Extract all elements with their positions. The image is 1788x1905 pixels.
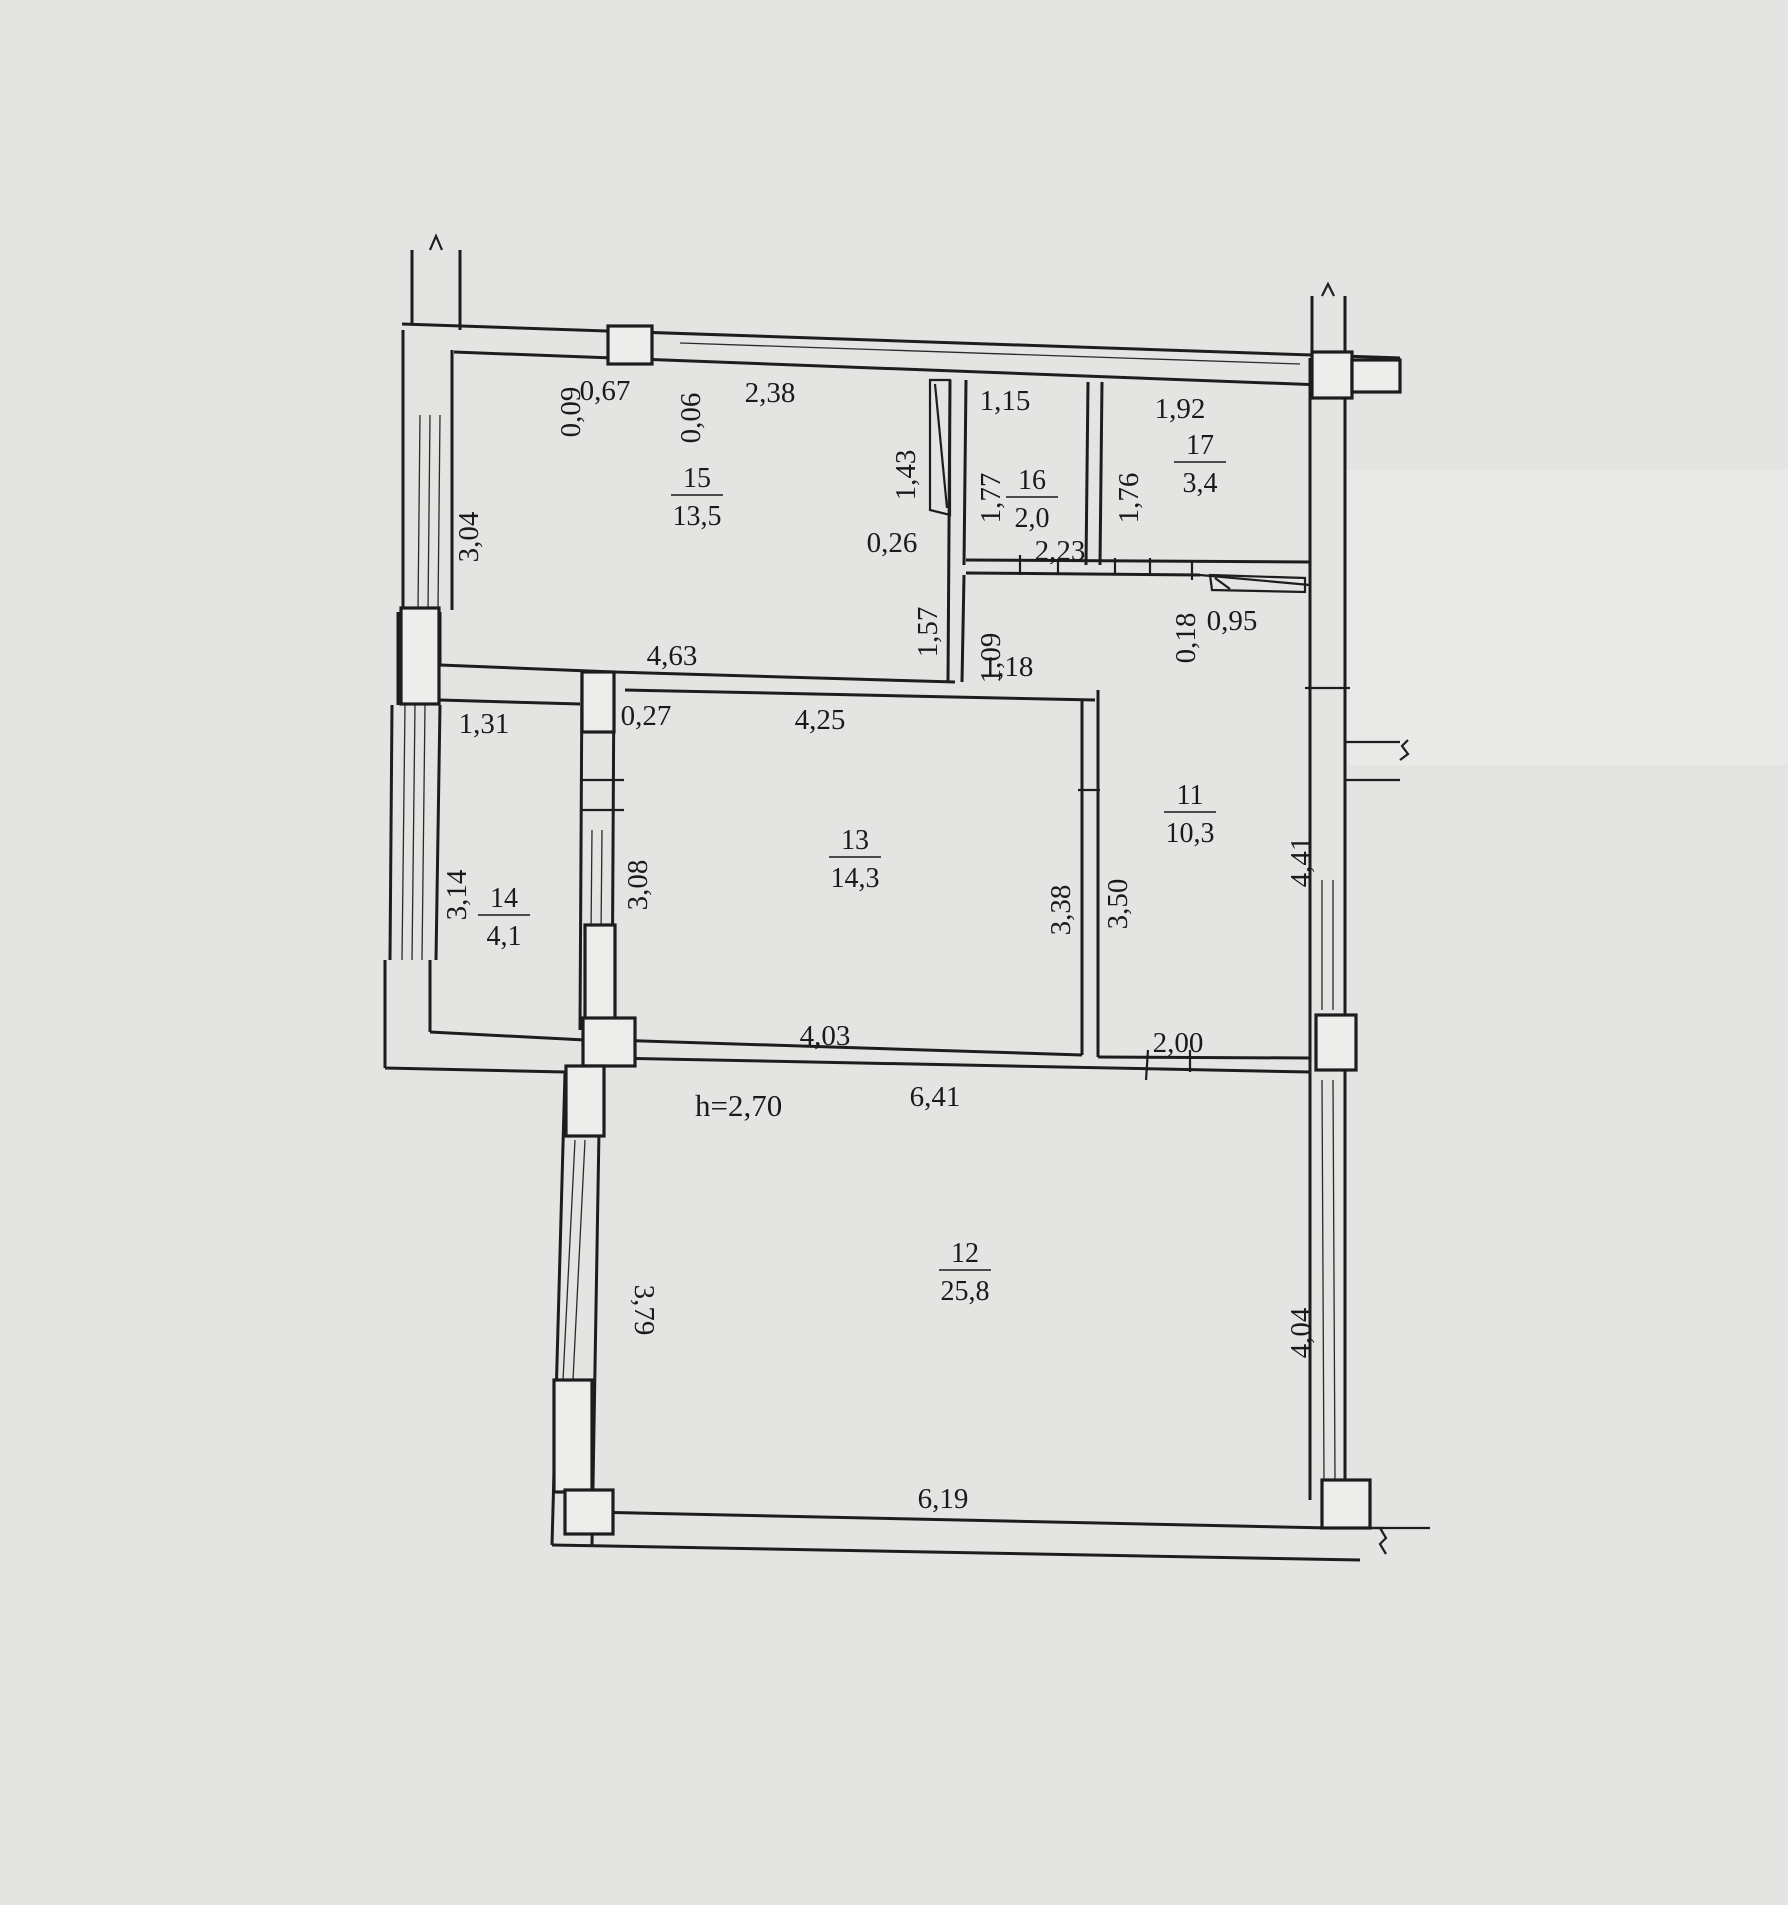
- dimension-label: 4,41: [1285, 837, 1317, 888]
- dimension-label: 0,67: [580, 375, 631, 407]
- dimension-label: 4,04: [1285, 1307, 1317, 1358]
- dimension-label: 6,19: [918, 1483, 969, 1515]
- room-label: 144,1: [478, 883, 530, 952]
- room-number: 16: [1018, 465, 1046, 496]
- dimension-label: 3,79: [628, 1285, 660, 1336]
- ceiling-height-label: h=2,70: [695, 1088, 782, 1123]
- room-number: 13: [841, 825, 869, 856]
- dimension-label: 2,38: [745, 377, 796, 409]
- column-left: [399, 606, 441, 706]
- room-number: 11: [1177, 780, 1204, 811]
- dimension-label: 1,57: [912, 607, 944, 658]
- room-label: 13 14,3: [829, 825, 881, 894]
- column-corner-br: [1320, 1478, 1372, 1530]
- column-partition: [583, 923, 617, 1027]
- dimension-label: 3,38: [1045, 885, 1077, 936]
- dimension-label: 1,77: [975, 473, 1007, 524]
- room-area: 10,3: [1166, 818, 1215, 849]
- dimension-label: 3,50: [1102, 879, 1134, 930]
- column-room14: [580, 670, 616, 734]
- dimension-label: 1,15: [980, 385, 1031, 417]
- room-label: 12 25,8: [939, 1238, 991, 1307]
- dimension-label: 4,03: [800, 1020, 851, 1052]
- dimension-label: 3,14: [441, 869, 473, 920]
- column-top-right: [1310, 350, 1354, 400]
- dimension-label: 4,63: [647, 640, 698, 672]
- dimension-label: 1,76: [1113, 473, 1145, 524]
- dimension-label: 0,18: [1170, 613, 1202, 664]
- dimension-label: 6,41: [910, 1081, 961, 1113]
- exterior-walls: [383, 233, 1430, 1562]
- dimension-label: 3,04: [453, 511, 485, 562]
- column-bottom-left: [552, 1378, 594, 1494]
- column-corner-bl: [563, 1488, 615, 1536]
- room-label: 173,4: [1174, 430, 1226, 499]
- dimension-label: 4,25: [795, 704, 846, 736]
- dimension-label: 3,08: [622, 860, 654, 911]
- room-number: 14: [490, 883, 518, 914]
- dimension-label: 1,43: [890, 450, 922, 501]
- room-area: 14,3: [831, 863, 880, 894]
- dimension-label: 1,18: [983, 651, 1034, 683]
- room-label: 11 10,3: [1164, 780, 1216, 849]
- column-right: [1314, 1013, 1358, 1072]
- columns: [399, 324, 1402, 1536]
- room-area: 2,0: [1015, 503, 1050, 534]
- room-label: 162,0: [1006, 465, 1058, 534]
- dimension-label: 0,09: [555, 387, 587, 438]
- column-top: [606, 324, 654, 366]
- room-number: 15: [683, 463, 711, 494]
- column-center: [581, 1016, 637, 1068]
- dimension-label: 1,09: [975, 633, 1007, 684]
- room-area: 4,1: [487, 921, 522, 952]
- dimension-label: 0,95: [1207, 605, 1258, 637]
- dimension-label: 0,27: [621, 700, 672, 732]
- dimension-label: 1,31: [459, 708, 510, 740]
- dimension-labels: 0,090,67 0,06 2,38 1,15 1,92 1,43 1,77 1,76 3,04…: [441, 375, 1317, 1515]
- room-area: 3,4: [1183, 468, 1218, 499]
- room-area: 25,8: [941, 1276, 990, 1307]
- dimension-label: 0,06: [675, 393, 707, 444]
- interior-walls: [580, 378, 1350, 1081]
- room-number: 12: [951, 1238, 979, 1269]
- room-area: 13,5: [673, 501, 722, 532]
- dimension-label: 2,00: [1153, 1027, 1204, 1059]
- column-top-right-stub: [1350, 358, 1402, 394]
- blank-area: [1345, 470, 1788, 765]
- dimension-label: 1,92: [1155, 393, 1206, 425]
- dimension-label: 2,23: [1035, 535, 1086, 567]
- room-label: 15 13,5: [671, 463, 723, 532]
- dimension-label: 0,26: [867, 527, 918, 559]
- column-room12: [564, 1064, 606, 1138]
- room-number: 17: [1186, 430, 1214, 461]
